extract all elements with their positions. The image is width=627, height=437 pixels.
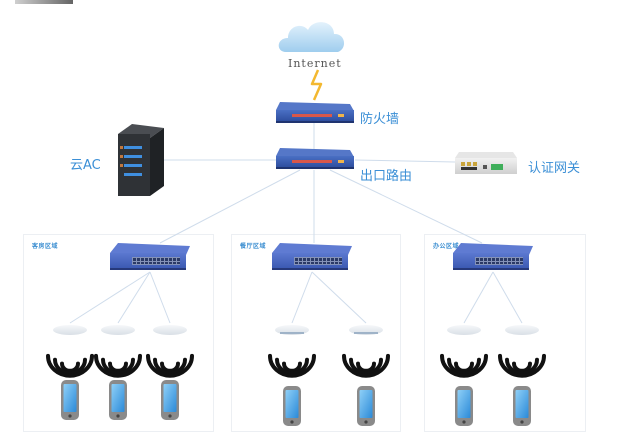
router-device-icon[interactable] [276,148,354,169]
wifi-signal-icon [94,353,142,378]
smartphone-icon [283,386,301,426]
zone-label: 客房区域 [32,243,59,250]
switch-icon[interactable] [272,243,352,270]
smartphone-icon [357,386,375,426]
access-point-icon[interactable] [505,325,539,335]
wifi-signal-icon [498,353,546,378]
link-router-zone1-switch [159,169,301,244]
connection-lines [69,123,523,324]
access-point-icon[interactable] [447,325,481,335]
wifi-signal-icon [440,353,488,378]
access-point-icon[interactable] [101,325,135,335]
access-point-icon[interactable] [53,325,87,335]
router-label: 出口路由 [360,169,413,184]
smartphone-icon [455,386,473,426]
switch-icon[interactable] [453,243,533,270]
link-router-gateway [354,159,456,163]
link-router-zone3-switch [329,169,483,244]
zone-label: 办公区域 [433,243,460,250]
smartphone-icon [109,380,127,420]
smartphone-icon [513,386,531,426]
access-point-icon[interactable] [153,325,187,335]
wifi-signal-icon [342,353,390,378]
firewall-label: 防火墙 [360,112,400,127]
firewall-device-icon[interactable] [276,102,354,123]
access-point-icon[interactable] [349,325,383,335]
wifi-signal-icon [146,353,194,378]
switch-icon[interactable] [110,243,190,270]
smartphone-icon [161,380,179,420]
access-point-icon[interactable] [275,325,309,335]
lightning-icon [310,69,323,101]
smartphone-icon [61,380,79,420]
zone-label: 餐厅区域 [240,243,267,250]
internet-label: Internet [288,57,342,70]
auth-gateway-label: 认证网关 [528,161,581,176]
wifi-signal-icon [46,353,94,378]
cropped-heading-fragment [15,0,73,4]
cloud-icon [278,22,345,52]
server-tower-icon[interactable] [118,124,164,196]
gateway-device-icon[interactable] [455,152,517,174]
wifi-signal-icon [268,353,316,378]
cloud-ac-label: 云AC [70,158,101,173]
